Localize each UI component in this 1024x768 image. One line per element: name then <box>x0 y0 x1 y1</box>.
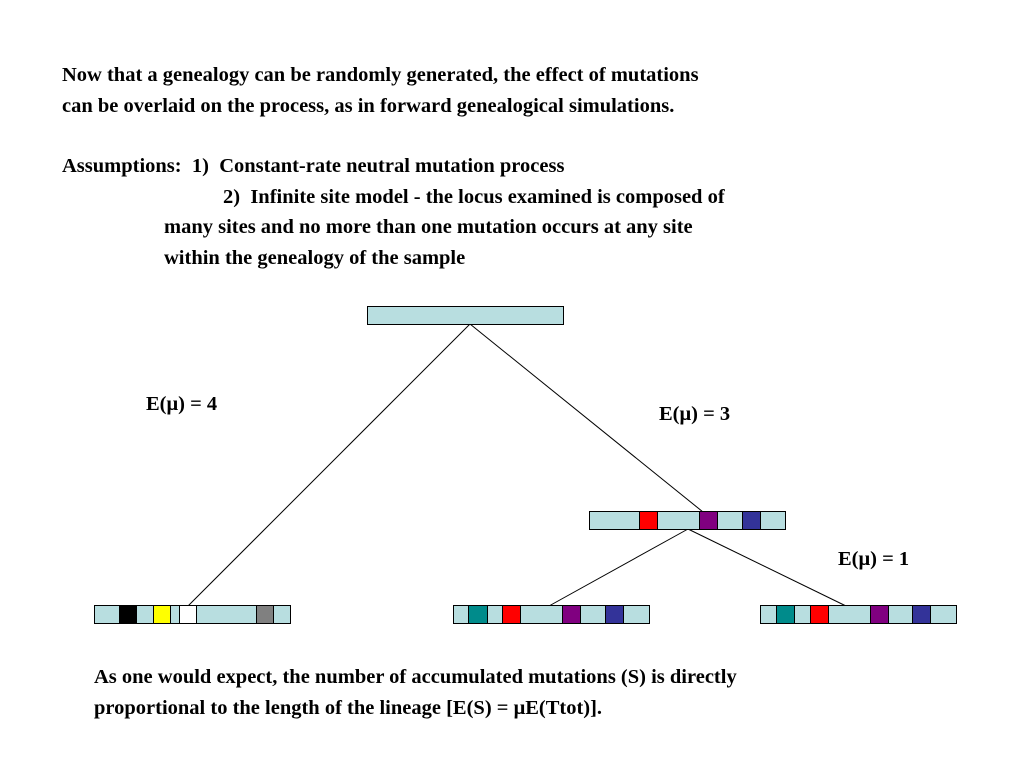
assumption-line-1: Assumptions: 1) Constant-rate neutral mu… <box>62 155 565 177</box>
assumptions-block: Assumptions: 1) Constant-rate neutral mu… <box>62 151 725 273</box>
label-right-branch: E(μ) = 3 <box>659 403 731 425</box>
mutation-red <box>810 605 829 624</box>
mutation-white <box>179 605 197 624</box>
mutation-yellow <box>153 605 171 624</box>
label-lower-right-branch: E(μ) = 1 <box>838 548 910 570</box>
intro-line-2: can be overlaid on the process, as in fo… <box>62 94 675 117</box>
mutation-purple <box>870 605 889 624</box>
mutation-red <box>639 511 658 530</box>
mutation-purple <box>562 605 581 624</box>
sequence-bar <box>760 605 957 624</box>
mutation-navy <box>605 605 624 624</box>
conclusion-line-2: proportional to the length of the lineag… <box>94 696 603 719</box>
intro-line-1: Now that a genealogy can be randomly gen… <box>62 64 699 86</box>
assumption-line-3: many sites and no more than one mutation… <box>164 216 693 238</box>
mutation-teal <box>776 605 795 624</box>
branch-internal-to-middle-leaf <box>548 528 689 607</box>
mutation-navy <box>912 605 931 624</box>
genealogy-branches <box>187 323 847 607</box>
assumption-line-4: within the genealogy of the sample <box>164 246 466 269</box>
sequence-bar <box>589 511 786 530</box>
mutation-red <box>502 605 521 624</box>
intro-text: Now that a genealogy can be randomly gen… <box>62 60 699 121</box>
branch-root-to-left-leaf <box>187 323 471 607</box>
mutation-navy <box>742 511 761 530</box>
mutation-black <box>119 605 137 624</box>
sequence-left-leaf <box>94 605 291 624</box>
branch-root-to-internal <box>469 323 704 513</box>
sequence-middle-leaf <box>453 605 650 624</box>
label-left-branch: E(μ) = 4 <box>146 393 218 415</box>
mutation-gray <box>256 605 274 624</box>
sequence-bars <box>94 306 957 624</box>
assumption-line-2: 2) Infinite site model - the locus exami… <box>223 185 725 208</box>
sequence-right-leaf <box>760 605 957 624</box>
branch-internal-to-right-leaf <box>687 528 847 607</box>
sequence-internal <box>589 511 786 530</box>
mutation-teal <box>468 605 488 624</box>
mutation-purple <box>699 511 718 530</box>
conclusion-line-1: As one would expect, the number of accum… <box>94 666 737 688</box>
conclusion-text: As one would expect, the number of accum… <box>94 662 737 723</box>
sequence-bar <box>367 306 564 325</box>
sequence-root <box>367 306 564 325</box>
